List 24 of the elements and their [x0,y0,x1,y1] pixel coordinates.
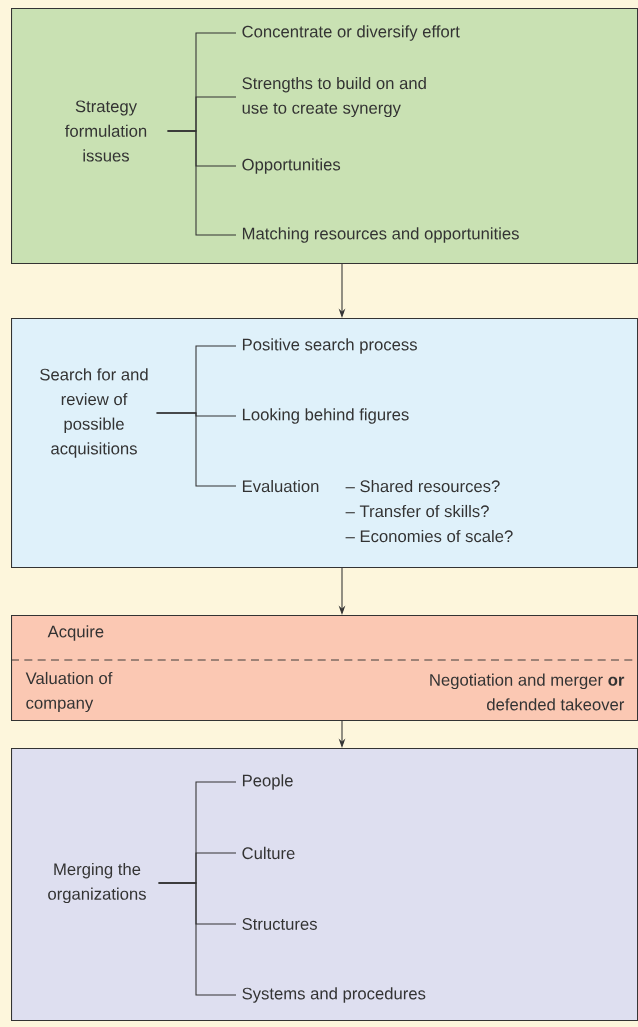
stage-panel [11,318,638,569]
branch-label: Systems and procedures [242,987,426,1003]
branch-label: Concentrate or diversify effort [242,25,460,41]
stage-box: Acquire Valuation of company Negotiation and merger or defended takeover [10,615,638,722]
branch-label: Strengths to build on and use to create synergy [242,76,426,118]
stage-panel [11,748,638,1022]
list-item: – Shared resources? [345,479,500,493]
branch-label: Looking behind figures [242,408,409,424]
branch-label: Structures [242,918,317,930]
group-heading: Strategy formulation issues [65,100,147,162]
branch-label: People [242,774,293,790]
group-heading: Merging the organizations [48,862,146,904]
branch-label: Matching resources and opportunities [242,227,519,243]
branch-label: Evaluation [242,479,319,493]
list-item: – Economies of scale? [345,529,513,543]
branch-label: Culture [242,846,295,860]
stage-panel [11,8,638,265]
branch-label: Positive search process [242,338,417,354]
list-item: – Transfer of skills? [345,504,489,518]
branch-label: Opportunities [242,158,341,174]
bracket-line [156,412,237,487]
group-heading: Search for and review of possible acquisitions [40,368,148,458]
bracket-line [167,130,237,236]
bracket-line [158,882,237,996]
